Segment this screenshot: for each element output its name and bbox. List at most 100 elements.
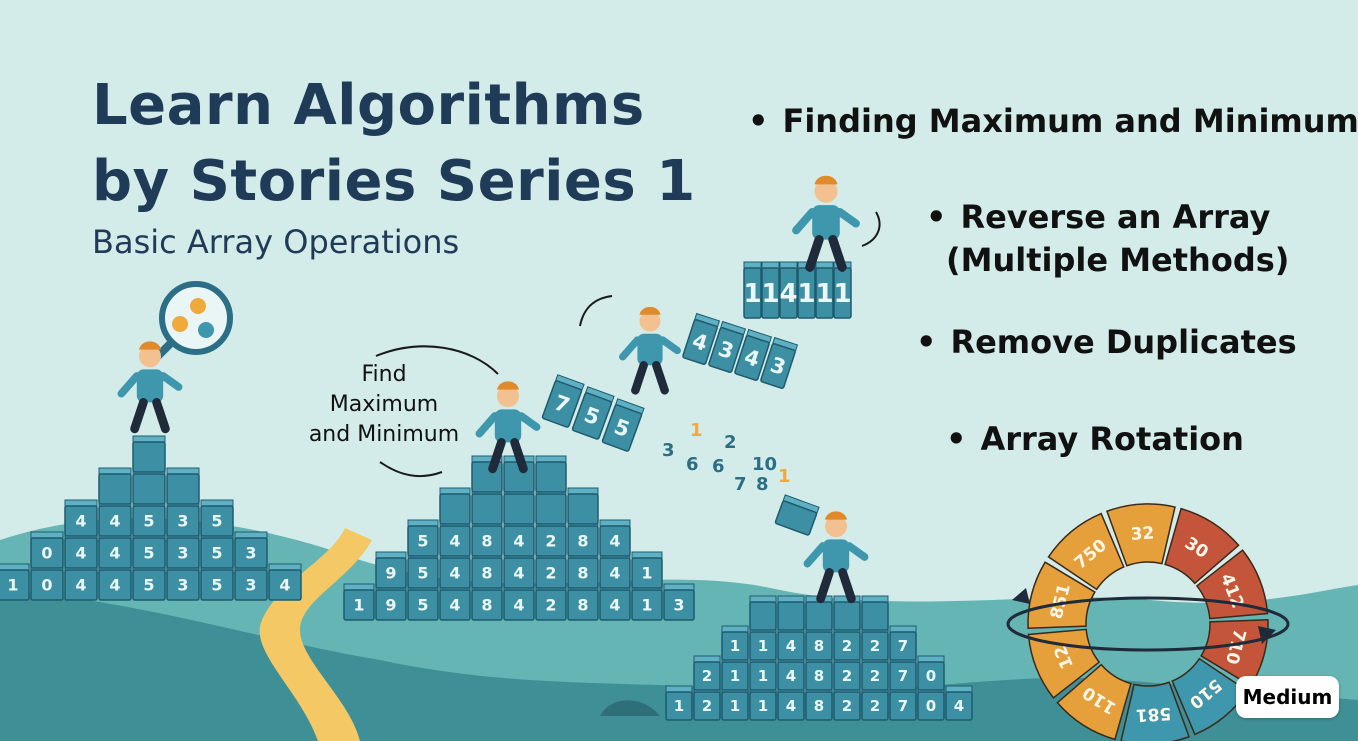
block-digit: 5	[211, 575, 222, 594]
array-block: 3	[663, 583, 695, 621]
array-block: 1	[721, 685, 749, 721]
block-digit: 4	[449, 563, 460, 582]
array-block: 8	[805, 655, 833, 691]
array-block: 1	[0, 563, 30, 601]
block-digit: 3	[767, 353, 788, 380]
array-block: 0	[917, 655, 945, 691]
array-block: 5	[601, 398, 645, 452]
array-block: 2	[693, 655, 721, 691]
block-digit: 1	[641, 595, 652, 614]
array-block: 4	[599, 551, 631, 589]
block-digit: 0	[926, 697, 936, 715]
block-digit: 8	[577, 595, 588, 614]
block-digit: 1	[758, 667, 768, 685]
winding-path	[259, 528, 372, 741]
array-block: 2	[861, 655, 889, 691]
topic-reverse-array: • Reverse an Array	[926, 196, 1270, 238]
arrowhead-icon	[1012, 588, 1030, 604]
array-block	[535, 487, 567, 525]
array-block: 9	[375, 583, 407, 621]
person-figure-icon	[803, 511, 869, 604]
callout-line: and Minimum	[308, 422, 460, 447]
block-digit: 3	[715, 337, 736, 364]
array-block	[861, 595, 889, 631]
block-digit: 2	[842, 697, 852, 715]
medium-badge[interactable]: Medium	[1236, 676, 1339, 718]
block-digit: 4	[609, 595, 620, 614]
block-digit: 8	[577, 531, 588, 550]
array-block: 1	[749, 685, 777, 721]
block-digit: 1	[7, 575, 18, 594]
block-digit: 3	[177, 575, 188, 594]
array-block: 7	[889, 685, 917, 721]
ring-label: 581	[1135, 703, 1172, 725]
bullet-icon: •	[916, 323, 937, 361]
bullet-icon: •	[926, 198, 947, 236]
array-block: 5	[407, 583, 439, 621]
block-digit: 2	[545, 595, 556, 614]
array-block: 5	[200, 563, 234, 601]
array-block	[833, 595, 861, 631]
array-block: 4	[439, 551, 471, 589]
block-digit: 5	[143, 575, 154, 594]
block-digit: 1	[353, 595, 364, 614]
block-digit: 8	[481, 563, 492, 582]
array-block: 8	[567, 583, 599, 621]
ring-segment	[1164, 507, 1240, 585]
array-block	[567, 487, 599, 525]
block-digit: 8	[814, 637, 824, 655]
array-block	[503, 487, 535, 525]
array-block: 1	[743, 261, 762, 319]
loose-digit: 7	[734, 474, 747, 495]
block-digit: 5	[417, 563, 428, 582]
array-block	[132, 435, 166, 473]
array-block: 4	[98, 499, 132, 537]
array-block: 5	[407, 519, 439, 557]
block-digit: 4	[689, 329, 710, 356]
block-digit: 8	[481, 595, 492, 614]
block-digit: 5	[143, 511, 154, 530]
array-block: 1	[343, 583, 375, 621]
person-figure-icon	[475, 381, 541, 474]
block-digit: 0	[41, 575, 52, 594]
topic-label: (Multiple Methods)	[946, 241, 1290, 279]
ring-segment	[1171, 657, 1249, 736]
loose-digit: 10	[752, 454, 777, 475]
curved-arrow-icon	[861, 211, 881, 247]
block-digit: 4	[513, 563, 524, 582]
loose-digit: 8	[756, 474, 769, 495]
array-block: 1	[761, 261, 780, 319]
array-block: 4	[503, 519, 535, 557]
array-block: 4	[777, 685, 805, 721]
block-digit: 4	[779, 279, 797, 309]
block-digit: 2	[702, 667, 712, 685]
block-digit: 4	[279, 575, 290, 594]
title-line-2: by Stories Series 1	[92, 149, 696, 214]
block-digit: 3	[177, 543, 188, 562]
block-digit: 8	[814, 667, 824, 685]
block-digit: 8	[481, 531, 492, 550]
array-block	[777, 595, 805, 631]
block-digit: 4	[75, 575, 86, 594]
array-block: 2	[833, 655, 861, 691]
array-block	[749, 595, 777, 631]
block-digit: 7	[898, 667, 908, 685]
person-figure-icon	[792, 175, 860, 272]
array-block: 4	[777, 625, 805, 661]
array-block: 1	[749, 655, 777, 691]
block-digit: 1	[743, 279, 761, 309]
topic-label: Reverse an Array	[960, 198, 1271, 236]
block-digit: 9	[385, 563, 396, 582]
block-digit: 7	[898, 637, 908, 655]
bullet-icon: •	[748, 102, 769, 140]
block-digit: 5	[417, 531, 428, 550]
topic-reverse-array-sub: (Multiple Methods)	[946, 239, 1289, 281]
block-digit: 4	[109, 575, 120, 594]
block-digit: 2	[545, 563, 556, 582]
block-digit: 9	[385, 595, 396, 614]
topic-label: Remove Duplicates	[950, 323, 1297, 361]
curved-arrow-icon	[375, 345, 499, 375]
block-digit: 2	[870, 667, 880, 685]
